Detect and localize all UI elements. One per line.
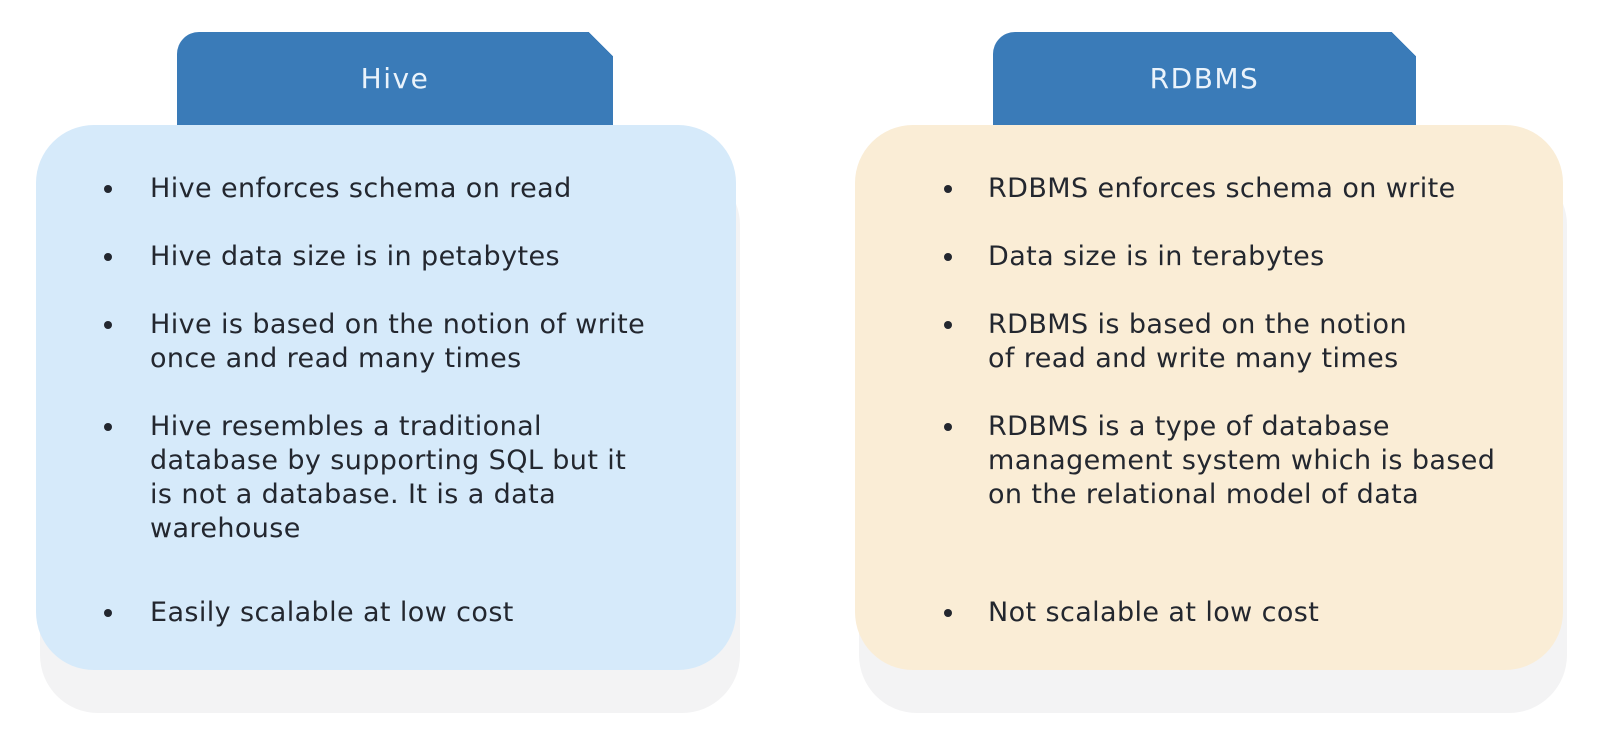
- hive-bullet-list: Hive enforces schema on read Hive data s…: [36, 125, 736, 630]
- bullet-text: Hive data size is in petabytes: [150, 241, 560, 272]
- bullet-dot-icon: [104, 609, 112, 617]
- list-item: RDBMS enforces schema on write: [944, 172, 1523, 206]
- hive-title: Hive: [360, 62, 430, 95]
- rdbms-title: RDBMS: [1149, 62, 1260, 95]
- bullet-dot-icon: [944, 609, 952, 617]
- hive-header-tab: Hive: [177, 32, 613, 125]
- list-item: Hive enforces schema on read: [104, 172, 696, 206]
- bullet-text: Hive resembles a traditional database by…: [150, 411, 627, 544]
- hive-card: Hive enforces schema on read Hive data s…: [36, 125, 736, 670]
- rdbms-bullet-list: RDBMS enforces schema on write Data size…: [855, 125, 1563, 630]
- bullet-dot-icon: [944, 185, 952, 193]
- bullet-text: Easily scalable at low cost: [150, 597, 514, 628]
- bullet-dot-icon: [944, 321, 952, 329]
- rdbms-card: RDBMS enforces schema on write Data size…: [855, 125, 1563, 670]
- list-item: Hive is based on the notion of write onc…: [104, 308, 696, 376]
- list-item: Not scalable at low cost: [944, 596, 1523, 630]
- list-item: RDBMS is a type of database management s…: [944, 410, 1523, 512]
- bullet-text: Hive enforces schema on read: [150, 173, 572, 204]
- bullet-dot-icon: [104, 185, 112, 193]
- bullet-dot-icon: [104, 253, 112, 261]
- list-item: Hive data size is in petabytes: [104, 240, 696, 274]
- list-item: Hive resembles a traditional database by…: [104, 410, 696, 546]
- bullet-text: Not scalable at low cost: [988, 597, 1320, 628]
- bullet-dot-icon: [944, 423, 952, 431]
- bullet-text: Hive is based on the notion of write onc…: [150, 309, 646, 374]
- list-item: Data size is in terabytes: [944, 240, 1523, 274]
- rdbms-header-tab: RDBMS: [993, 32, 1416, 125]
- bullet-dot-icon: [944, 253, 952, 261]
- bullet-text: RDBMS is based on the notion of read and…: [988, 309, 1407, 374]
- bullet-text: Data size is in terabytes: [988, 241, 1325, 272]
- bullet-dot-icon: [104, 423, 112, 431]
- bullet-dot-icon: [104, 321, 112, 329]
- bullet-text: RDBMS is a type of database management s…: [988, 411, 1496, 510]
- list-item: RDBMS is based on the notion of read and…: [944, 308, 1523, 376]
- bullet-text: RDBMS enforces schema on write: [988, 173, 1456, 204]
- list-item: Easily scalable at low cost: [104, 596, 696, 630]
